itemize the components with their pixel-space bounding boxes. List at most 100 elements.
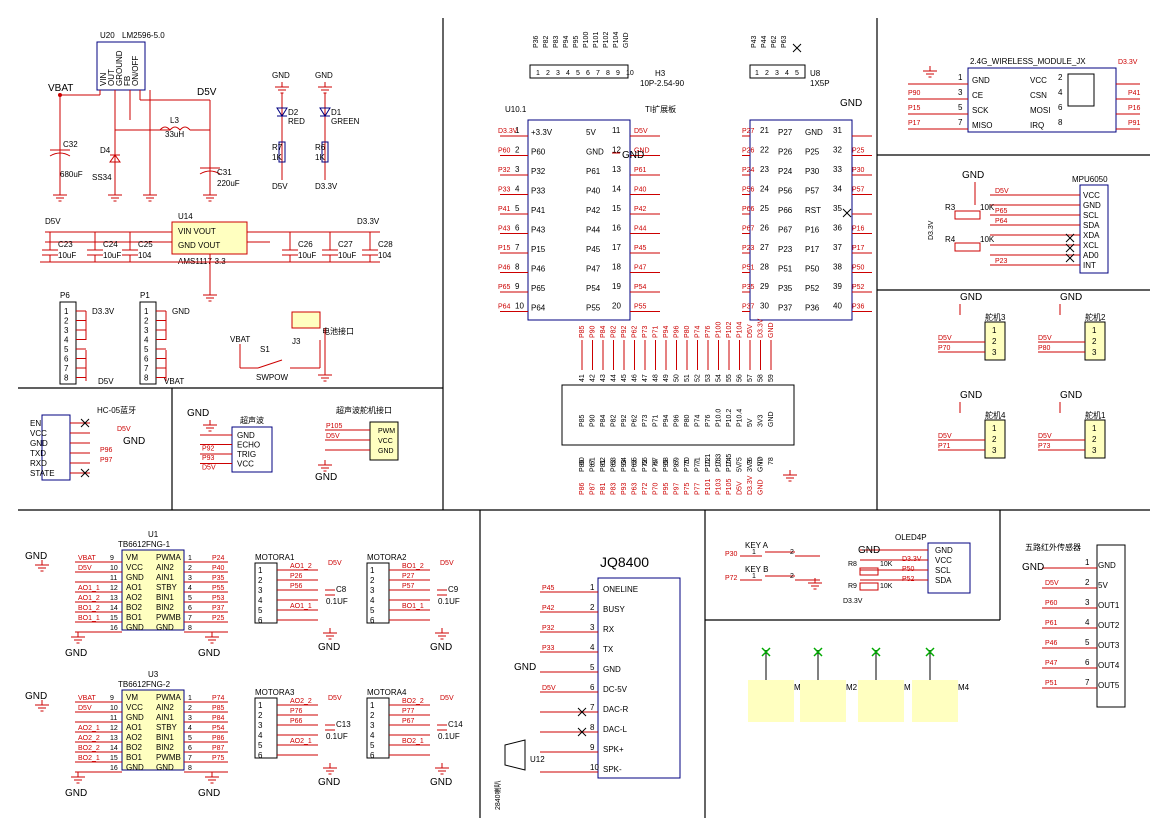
u10l-pinnum2: 18 [612, 263, 621, 272]
u10r-pinnum2: 38 [833, 263, 842, 272]
u10l-net: P33 [498, 187, 511, 194]
u10l-pinnum: 9 [515, 282, 520, 291]
us-net: P92 [202, 446, 215, 453]
u8-net: P63 [781, 35, 788, 48]
h3-net: GND [623, 32, 630, 48]
servo-pin: 3 [992, 446, 997, 455]
bb-num: 67 [653, 457, 660, 465]
u10r-pinnum: 28 [760, 263, 769, 272]
mpu-gnd: GND [962, 170, 984, 181]
motor-connector [366, 697, 390, 759]
u10l-net: P32 [498, 167, 511, 174]
jq-gnd: GND [514, 662, 536, 673]
bt-pin: STATE [30, 469, 55, 478]
bb-num: 62 [600, 457, 607, 465]
bt-num: 42 [590, 374, 597, 382]
u10l-pinnum2: 16 [612, 224, 621, 233]
driver-net-r: P37 [212, 605, 225, 612]
motor-pin: 6 [370, 751, 375, 760]
u8-net: P44 [761, 35, 768, 48]
servo-signal: P70 [938, 345, 951, 352]
ir-pin: GND [1098, 561, 1116, 570]
u10r-pin-name2: P50 [805, 265, 820, 274]
driver-net-l: BO2_2 [78, 745, 100, 752]
u14-ref: U14 [178, 212, 193, 221]
u8-pin: 3 [775, 70, 779, 77]
wire [577, 727, 587, 737]
us-pin: ECHO [237, 441, 260, 450]
u10r-pin-name: P23 [778, 245, 793, 254]
jq-pinnum: 2 [590, 603, 595, 612]
bb-net: P97 [674, 482, 681, 495]
bt-pin: GND [768, 411, 775, 427]
motor-pin: 5 [258, 606, 263, 615]
bb-num: 71 [695, 457, 702, 465]
u10l-net: P65 [498, 284, 511, 291]
mpu-pin: SDA [1083, 221, 1100, 230]
c26-value: 10uF [298, 251, 316, 260]
d4-ref: D4 [100, 146, 111, 155]
bb-num: 64 [621, 457, 628, 465]
driver-pinnum-l: 14 [110, 745, 118, 752]
jq-net: P32 [542, 625, 555, 632]
jq-title: JQ8400 [600, 554, 649, 570]
us-net: P93 [202, 455, 215, 462]
u10l-net: P15 [498, 245, 511, 252]
bt-pin: P73 [642, 414, 649, 427]
servo-signal: P80 [1038, 345, 1051, 352]
oled-net: P52 [902, 576, 915, 583]
u10r-net2: P30 [852, 167, 865, 174]
u10l-pin-name: P15 [531, 245, 546, 254]
u10r-pin-name: P26 [778, 148, 793, 157]
r6-ref: R6 [315, 143, 326, 152]
jq-pin: GND [603, 665, 621, 674]
battery-connector-label: 电池接口 [322, 326, 354, 336]
u10r-pinnum2: 31 [833, 126, 842, 135]
servo-title: 舵机4 [985, 410, 1006, 420]
motor-cap-ref: C14 [448, 720, 463, 729]
motor-pad [748, 680, 794, 722]
driver-net-l: AO2_2 [78, 735, 100, 742]
wl-pin: CE [972, 91, 983, 100]
driver-pinnum-r: 3 [188, 715, 192, 722]
bt-num: 57 [747, 374, 754, 382]
driver-pinnum-r: 1 [188, 695, 192, 702]
bb-num: 60 [579, 457, 586, 465]
wl-pin2: VCC [1030, 76, 1047, 85]
bb-net: P87 [590, 482, 597, 495]
oled-net: D3.3V [902, 556, 922, 563]
h3-pin: 10 [626, 70, 634, 77]
h3-net: P94 [563, 35, 570, 48]
u10-ref: U10.1 [505, 105, 527, 114]
driver-pin-l: BO2 [126, 603, 143, 612]
motor-pin: 3 [370, 721, 375, 730]
servo-title: 舵机3 [985, 312, 1006, 322]
h3-net: P100 [583, 32, 590, 48]
servo-title: 舵机2 [1085, 312, 1106, 322]
bt-net: P62 [632, 325, 639, 338]
motor-pad-marker [925, 647, 935, 657]
driver-pin-r: AIN1 [156, 573, 174, 582]
bt-net: P96 [674, 325, 681, 338]
driver-pinnum-r: 6 [188, 745, 192, 752]
r9-ref: R9 [848, 583, 857, 590]
servo-pin: 2 [992, 337, 997, 346]
driver-pinnum-r: 5 [188, 595, 192, 602]
led-gnd: GND [315, 71, 333, 80]
u10r-net: P26 [742, 148, 755, 155]
driver-pin-l: GND [126, 623, 144, 632]
motor-pin: 2 [370, 576, 375, 585]
u10r-pin-name: P35 [778, 284, 793, 293]
u10l-net: P41 [498, 206, 511, 213]
u10l-net: P64 [498, 304, 511, 311]
u8-pin: 1 [755, 70, 759, 77]
key-a-label: KEY A [745, 541, 769, 550]
jq-pinnum: 7 [590, 703, 595, 712]
ir-body [1096, 544, 1126, 708]
driver-pin-l: BO1 [126, 613, 143, 622]
lm2596-pin-onoff: ON/OFF [131, 56, 140, 86]
bt-rx-net: P97 [100, 457, 113, 464]
jq-net: D5V [542, 685, 556, 692]
u10l-pinnum2: 11 [612, 126, 621, 135]
u10l-pinnum: 6 [515, 224, 520, 233]
